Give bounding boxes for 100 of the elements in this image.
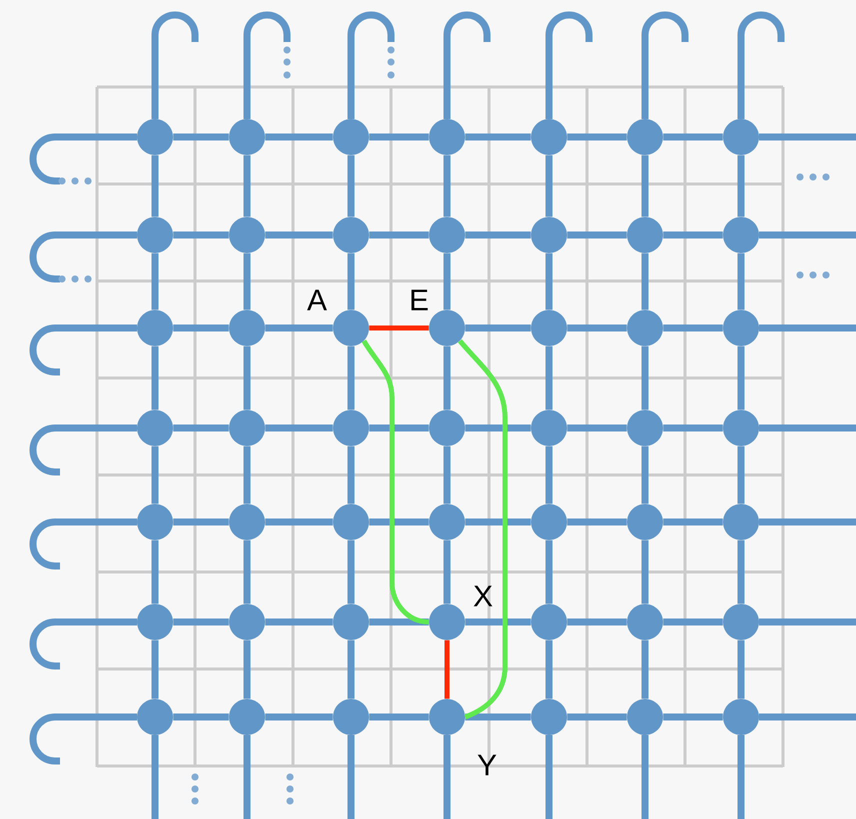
link-line <box>244 346 250 410</box>
link-line <box>152 540 158 604</box>
link-line <box>244 640 250 699</box>
link-line <box>465 618 531 626</box>
node-dot <box>723 119 759 155</box>
link-line <box>265 618 333 626</box>
node-dot <box>333 217 369 253</box>
link-line <box>738 540 744 604</box>
node-dot <box>627 604 663 640</box>
link-line <box>738 155 744 217</box>
node-label: A <box>307 290 327 310</box>
node-dot <box>137 119 173 155</box>
link-line <box>642 155 648 217</box>
link-line <box>663 134 723 140</box>
link-line <box>567 134 627 140</box>
link-line <box>444 155 450 217</box>
link-line <box>738 253 744 310</box>
node-dot <box>429 604 465 640</box>
link-line <box>663 714 723 720</box>
link-line <box>244 253 250 310</box>
link-line <box>265 324 333 332</box>
node-dot <box>531 217 567 253</box>
link-line <box>465 518 531 526</box>
node-dot <box>627 119 663 155</box>
node-dot <box>429 119 465 155</box>
link-line <box>348 540 354 604</box>
link-line <box>173 232 229 238</box>
node-dot <box>229 604 265 640</box>
node-dot <box>531 699 567 735</box>
link-line <box>567 618 627 626</box>
link-line <box>567 518 627 526</box>
link-line <box>738 446 744 504</box>
node-dot <box>531 504 567 540</box>
node-dot <box>723 310 759 346</box>
node-dot <box>531 410 567 446</box>
node-dot <box>723 699 759 735</box>
link-line <box>152 346 158 410</box>
link-line <box>369 134 429 140</box>
link-line <box>546 446 552 504</box>
link-line <box>567 324 627 332</box>
link-line <box>265 232 333 238</box>
link-line <box>738 640 744 699</box>
link-line <box>663 518 723 526</box>
link-line <box>244 540 250 604</box>
node-dot <box>723 604 759 640</box>
node-label: Y <box>478 754 496 776</box>
link-line <box>642 253 648 310</box>
link-line <box>265 518 333 526</box>
link-line <box>546 155 552 217</box>
link-line <box>642 540 648 604</box>
link-line <box>663 424 723 432</box>
link-line <box>465 714 531 720</box>
link-line <box>546 540 552 604</box>
link-line <box>546 346 552 410</box>
node-dot <box>429 217 465 253</box>
link-line <box>369 618 429 626</box>
node-dot <box>137 217 173 253</box>
node-dot <box>137 504 173 540</box>
link-line <box>663 232 723 238</box>
link-line <box>567 232 627 238</box>
node-dot <box>627 504 663 540</box>
node-dot <box>229 699 265 735</box>
link-line <box>348 253 354 310</box>
node-dot <box>333 699 369 735</box>
node-dot <box>531 119 567 155</box>
node-dot <box>137 310 173 346</box>
node-dot <box>723 410 759 446</box>
node-dot <box>229 310 265 346</box>
link-line <box>444 346 450 410</box>
node-dot <box>429 310 465 346</box>
link-line <box>642 640 648 699</box>
node-label: X <box>474 586 492 606</box>
link-line <box>348 346 354 410</box>
link-line <box>465 134 531 140</box>
node-dot <box>429 504 465 540</box>
link-line <box>444 446 450 504</box>
node-dot <box>333 310 369 346</box>
node-dot <box>333 410 369 446</box>
link-line <box>444 253 450 310</box>
link-line <box>348 446 354 504</box>
link-line <box>369 326 429 330</box>
link-line <box>369 424 429 432</box>
node-dot <box>723 504 759 540</box>
link-line <box>546 640 552 699</box>
link-line <box>265 134 333 140</box>
link-line <box>173 324 229 332</box>
link-line <box>173 134 229 140</box>
node-dot <box>333 119 369 155</box>
link-line <box>173 518 229 526</box>
link-line <box>642 446 648 504</box>
link-line <box>152 253 158 310</box>
link-line <box>567 714 627 720</box>
route-curve <box>458 339 508 720</box>
link-line <box>173 714 229 720</box>
link-line <box>444 640 450 699</box>
node-dot <box>531 604 567 640</box>
node-dot <box>627 699 663 735</box>
node-dot <box>137 699 173 735</box>
link-line <box>265 714 333 720</box>
node-dot <box>723 217 759 253</box>
